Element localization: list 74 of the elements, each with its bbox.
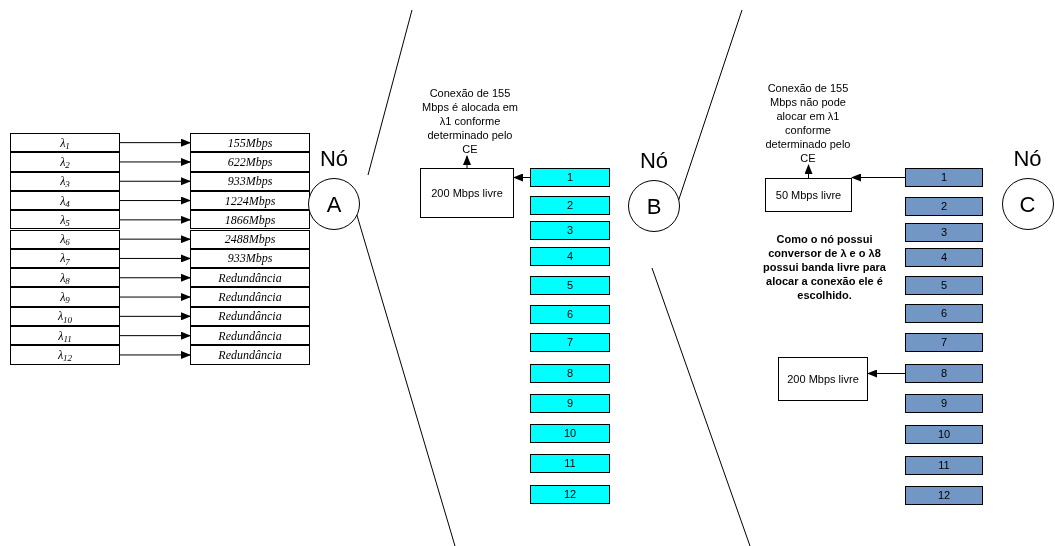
- rate-cell: Redundância: [190, 326, 310, 346]
- channel-bar: 1: [530, 168, 610, 187]
- wavelength-cell: λ$_{7}$: [10, 248, 120, 269]
- channel-bar: 6: [530, 305, 610, 324]
- channel-bar: 4: [905, 248, 983, 267]
- rate-cell: Redundância: [190, 287, 310, 307]
- wavelength-cell: λ$_{12}$: [10, 345, 120, 365]
- annotation-text: Conexão de 155 Mbps não pode alocar em λ1 conforme determinado pelo CE: [758, 81, 858, 165]
- arrow: [119, 157, 191, 166]
- arrow: [513, 173, 531, 182]
- channel-bar: 7: [905, 333, 983, 352]
- rate-cell: 933Mbps: [190, 171, 310, 191]
- node-label: Nó: [1013, 148, 1042, 170]
- channel-bar: 5: [905, 276, 983, 295]
- bandwidth-box: 200 Mbps livre: [420, 168, 514, 218]
- wavelength-cell: λ$_{9}$: [10, 287, 120, 307]
- channel-bar: 8: [530, 364, 610, 383]
- channel-bar: 12: [530, 485, 610, 504]
- arrow: [119, 177, 191, 186]
- wavelength-cell: λ$_{3}$: [10, 171, 120, 191]
- channel-bar: 4: [530, 247, 610, 266]
- channel-bar: 7: [530, 333, 610, 352]
- channel-bar: 11: [530, 454, 610, 473]
- rate-cell: 2488Mbps: [190, 229, 310, 249]
- note-text: Como o nó possui conversor de λ e o λ8 possui banda livre para alocar a conexão ele é escolhido.: [762, 232, 887, 302]
- rate-cell: 933Mbps: [190, 248, 310, 269]
- rate-cell: Redundância: [190, 268, 310, 288]
- arrow: [119, 350, 191, 359]
- node-label: Nó: [639, 150, 669, 172]
- bandwidth-box: 200 Mbps livre: [778, 357, 868, 401]
- channel-bar: 6: [905, 304, 983, 323]
- rate-cell: 1866Mbps: [190, 210, 310, 230]
- arrow: [119, 138, 191, 147]
- channel-bar: 10: [530, 424, 610, 443]
- wavelength-cell: λ$_{11}$: [10, 326, 120, 346]
- arrow: [119, 331, 191, 340]
- arrow: [119, 273, 191, 282]
- rate-cell: Redundância: [190, 345, 310, 365]
- channel-bar: 2: [530, 196, 610, 215]
- wavelength-cell: λ$_{8}$: [10, 268, 120, 288]
- channel-bar: 9: [905, 394, 983, 413]
- rate-cell: Redundância: [190, 306, 310, 326]
- channel-bar: 8: [905, 364, 983, 383]
- rate-cell: 622Mbps: [190, 152, 310, 172]
- bandwidth-box: 50 Mbps livre: [765, 178, 852, 212]
- arrow: [463, 155, 471, 169]
- arrow: [867, 369, 906, 378]
- arrow: [119, 254, 191, 263]
- arrow: [119, 312, 191, 321]
- rate-cell: 1224Mbps: [190, 190, 310, 211]
- channel-bar: 2: [905, 197, 983, 216]
- wavelength-cell: λ$_{6}$: [10, 229, 120, 249]
- wavelength-cell: λ$_{2}$: [10, 152, 120, 172]
- wavelength-cell: λ$_{5}$: [10, 210, 120, 230]
- arrow: [119, 235, 191, 244]
- channel-bar: 3: [905, 223, 983, 242]
- wavelength-cell: λ$_{10}$: [10, 306, 120, 326]
- channel-bar: 12: [905, 486, 983, 505]
- channel-bar: 9: [530, 394, 610, 413]
- arrow: [119, 293, 191, 302]
- channel-bar: 1: [905, 168, 983, 187]
- arrow: [119, 215, 191, 224]
- wavelength-cell: λ$_{1}$: [10, 133, 120, 153]
- rate-cell: 155Mbps: [190, 133, 310, 153]
- channel-bar: 3: [530, 221, 610, 240]
- wavelength-cell: λ$_{4}$: [10, 190, 120, 211]
- annotation-text: Conexão de 155 Mbps é alocada em λ1 conforme determinado pelo CE: [420, 86, 520, 156]
- channel-bar: 11: [905, 456, 983, 475]
- arrow: [804, 164, 813, 179]
- node-label: Nó: [319, 148, 349, 170]
- channel-bar: 5: [530, 276, 610, 295]
- arrow: [119, 196, 191, 205]
- arrow: [851, 173, 906, 182]
- channel-bar: 10: [905, 425, 983, 444]
